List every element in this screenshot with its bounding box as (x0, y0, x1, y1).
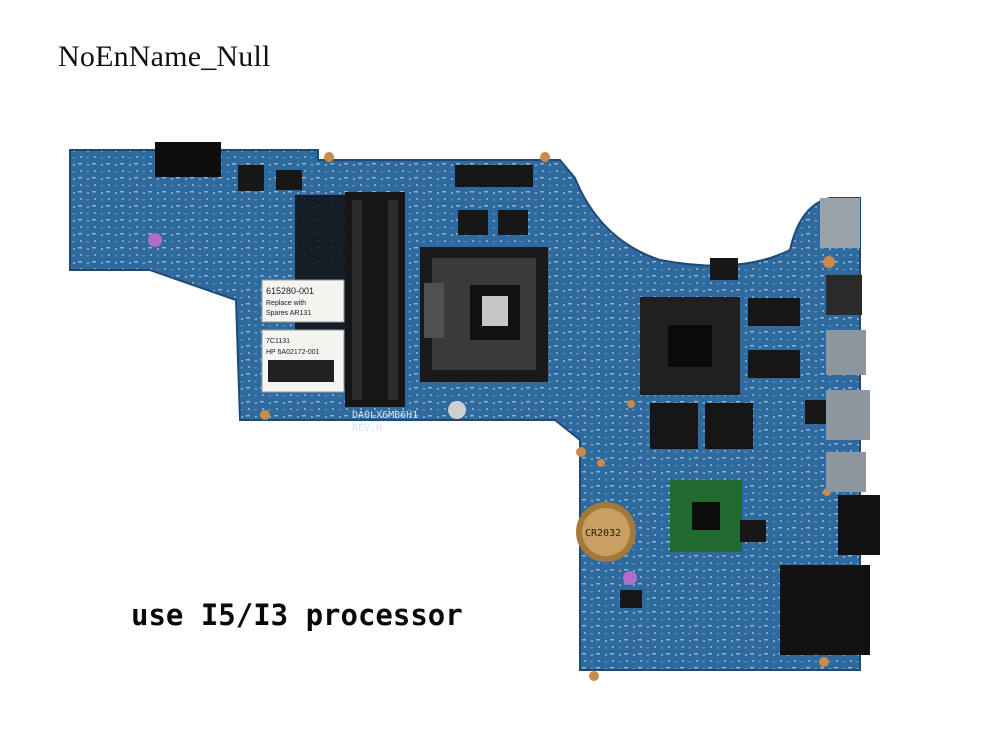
cpu-socket (420, 247, 548, 382)
cmos-battery: CR2032 (576, 502, 636, 562)
chipset-chip (670, 480, 742, 552)
power-connector (155, 142, 221, 177)
svg-text:7C1131: 7C1131 (266, 338, 290, 345)
io-ports (780, 198, 880, 655)
vram-chips (650, 298, 800, 449)
svg-text:CR2032: CR2032 (585, 528, 621, 539)
svg-text:Spares AR131: Spares AR131 (266, 310, 311, 317)
board-model-marking: DA0LX6MB6H1 (352, 410, 418, 421)
barcode-sticker: 7C1131 HP 6A02172-001 (261, 329, 345, 393)
watermark-text: NoEnName_Null (58, 40, 271, 73)
processor-caption: use I5/I3 processor (131, 598, 463, 632)
small-chips (238, 165, 843, 608)
mounting-holes (260, 152, 835, 681)
part-sticker: 615280-001 Replace with Spares AR131 (261, 279, 345, 323)
svg-text:615280-001: 615280-001 (266, 286, 314, 296)
svg-text:HP 6A02172-001: HP 6A02172-001 (266, 349, 320, 356)
board-revision: REV:H (352, 423, 382, 434)
gpu-chip (640, 297, 740, 395)
capacitors (148, 233, 637, 585)
svg-text:Replace with: Replace with (266, 300, 306, 307)
